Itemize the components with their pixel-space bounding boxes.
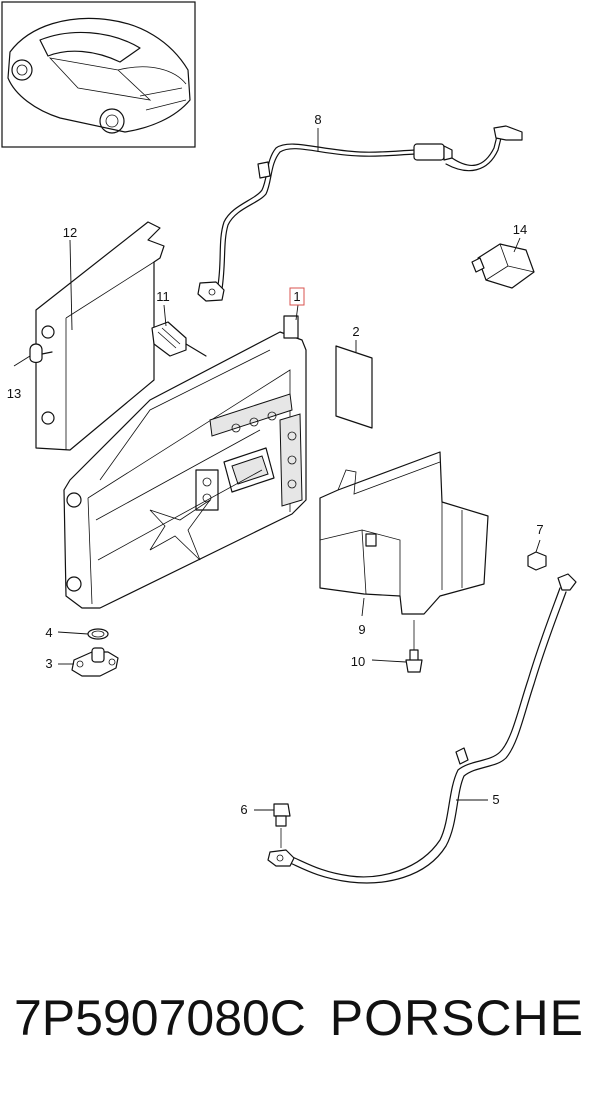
- part-10-bolt: [405, 620, 423, 673]
- callout-10: 10: [351, 654, 365, 669]
- callout-7: 7: [536, 522, 543, 537]
- part-7-nut: [527, 551, 547, 571]
- callout-11: 11: [156, 289, 170, 304]
- car-thumbnail: [1, 1, 196, 148]
- part-4-oring: [87, 628, 109, 640]
- part-2-label: [335, 345, 373, 429]
- callout-2: 2: [352, 324, 359, 339]
- callout-4: 4: [45, 625, 52, 640]
- part-12-bracket: [35, 221, 165, 451]
- callout-1: 1: [293, 289, 300, 304]
- part-8-cable: [197, 125, 523, 302]
- parts-diagram: 1 2 3 4 5 6 7 8 9 10 11 12 13 14: [1, 1, 577, 884]
- part-14-sensor: [471, 243, 535, 289]
- callout-5: 5: [492, 792, 499, 807]
- caption-bar: 7P5907080C PORSCHE: [10, 978, 590, 1058]
- callout-8: 8: [314, 112, 321, 127]
- part-9-holder: [319, 451, 489, 615]
- callout-12: 12: [63, 225, 77, 240]
- part-number: 7P5907080C: [14, 990, 306, 1046]
- callout-9: 9: [358, 622, 365, 637]
- callout-6: 6: [240, 802, 247, 817]
- callout-3: 3: [45, 656, 52, 671]
- brand-name: PORSCHE: [329, 990, 584, 1046]
- part-6-bolt: [273, 803, 291, 848]
- callouts: 1 2 3 4 5 6 7 8 9 10 11 12 13 14: [7, 112, 544, 817]
- leader-lines: [13, 128, 541, 811]
- part-1-control-unit: [63, 315, 307, 609]
- callout-14: 14: [513, 222, 527, 237]
- part-13-clip: [29, 343, 53, 364]
- part-5-ground-cable: [267, 573, 577, 884]
- callout-1-highlight-box: [289, 287, 305, 306]
- callout-13: 13: [7, 386, 21, 401]
- part-3-fastener: [71, 647, 119, 677]
- part-11-connector: [151, 321, 207, 357]
